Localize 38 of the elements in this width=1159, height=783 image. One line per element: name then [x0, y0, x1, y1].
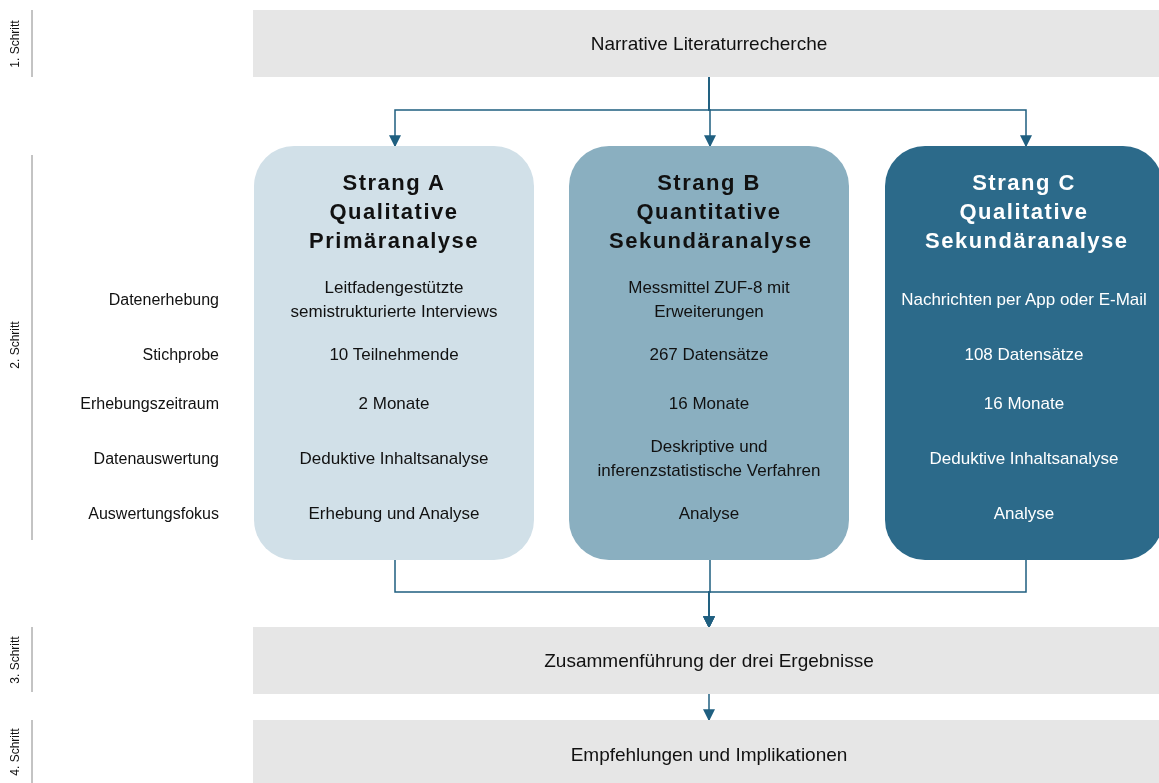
- focus-text: Erhebung und Analyse: [307, 503, 481, 525]
- sample-text: 10 Teilnehmende: [328, 344, 460, 366]
- row-label: Auswertungsfokus: [88, 505, 219, 523]
- period-text: 16 Monate: [982, 393, 1066, 415]
- method-text: Messmittel ZUF-8 mit Erweiterungen: [627, 277, 791, 323]
- sample-text: 108 Datensätze: [963, 344, 1085, 366]
- analysis-text: Deduktive Inhaltsanalyse: [928, 448, 1120, 470]
- arrow: [703, 693, 715, 722]
- period-text: 2 Monate: [357, 393, 431, 415]
- focus-text: Analyse: [992, 503, 1056, 525]
- step-band: [253, 10, 1159, 77]
- strand-heading: Strang B Quantitative Sekundäranalyse: [609, 169, 809, 255]
- arrow: [708, 76, 1032, 148]
- step-band: [253, 720, 1159, 783]
- step-label: 3. Schritt: [8, 636, 22, 684]
- row-label: Stichprobe: [142, 346, 219, 364]
- step-band: [253, 627, 1159, 694]
- step-label: 4. Schritt: [8, 728, 22, 776]
- strand-card: [885, 146, 1159, 560]
- step-title: Narrative Literaturrecherche: [590, 32, 828, 55]
- row-label: Erhebungszeitraum: [80, 395, 219, 413]
- step-title: Empfehlungen und Implikationen: [570, 744, 848, 766]
- method-text: Nachrichten per App oder E-Mail: [900, 289, 1148, 311]
- arrow: [703, 559, 1027, 629]
- method-text: Leitfadengestützte semistrukturierte Interviews: [289, 277, 499, 323]
- period-text: 16 Monate: [667, 393, 751, 415]
- step-title: Zusammenführung der drei Ergebnisse: [544, 649, 874, 672]
- focus-text: Analyse: [677, 503, 741, 525]
- sample-text: 267 Datensätze: [648, 344, 770, 366]
- strand-heading: Strang A Qualitative Primäranalyse: [308, 169, 480, 255]
- strand-card: [254, 146, 534, 560]
- step-label: 1. Schritt: [8, 20, 22, 68]
- row-label: Datenauswertung: [93, 450, 219, 468]
- analysis-text: Deskriptive und inferenzstatistische Verfahren: [596, 436, 822, 482]
- strand-card: [569, 146, 849, 560]
- step-label: 2. Schritt: [8, 321, 22, 369]
- row-label: Datenerhebung: [108, 291, 219, 309]
- analysis-text: Deduktive Inhaltsanalyse: [298, 448, 490, 470]
